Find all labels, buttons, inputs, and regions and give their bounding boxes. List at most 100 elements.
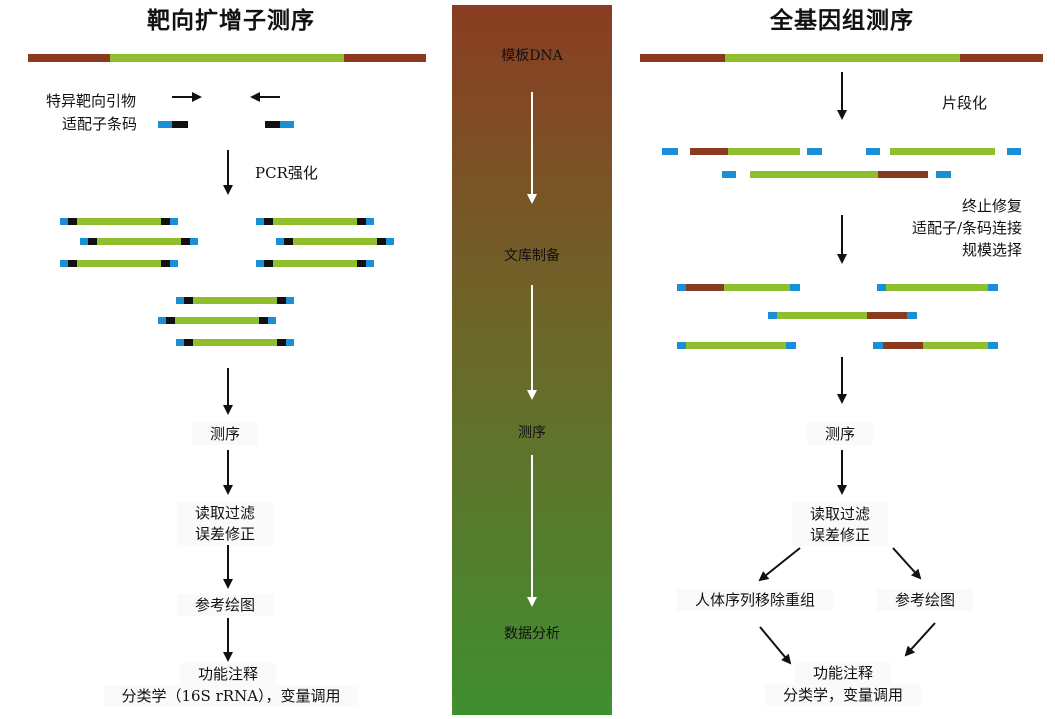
adapter-segment bbox=[988, 284, 998, 291]
dna-fragment bbox=[677, 342, 796, 349]
target-segment bbox=[293, 238, 377, 245]
flank-segment bbox=[883, 342, 923, 349]
dna-fragment bbox=[866, 148, 1021, 155]
adapter-segment bbox=[1007, 148, 1021, 155]
adapter-segment bbox=[807, 148, 822, 155]
barcode-segment bbox=[264, 218, 273, 225]
amplicon bbox=[176, 297, 294, 304]
host-removal-step: 人体序列移除重组 bbox=[676, 589, 834, 611]
target-segment bbox=[193, 339, 277, 346]
adapter-barcodes bbox=[158, 121, 294, 128]
adapter-segment bbox=[866, 148, 880, 155]
adapter-segment bbox=[176, 297, 184, 304]
target-segment bbox=[923, 342, 988, 349]
left-ref-map-step: 参考绘图 bbox=[176, 594, 274, 616]
pcr-label: PCR强化 bbox=[255, 164, 318, 182]
target-segment bbox=[193, 297, 277, 304]
target-segment bbox=[750, 171, 878, 178]
adapter-segment bbox=[256, 218, 264, 225]
barcode-segment bbox=[88, 238, 97, 245]
adapter-segment bbox=[158, 317, 166, 324]
left-read-filter-step: 读取过滤 bbox=[176, 502, 274, 524]
right-template-strand bbox=[640, 54, 1043, 62]
barcode-segment bbox=[357, 218, 366, 225]
primer-label: 特异靶向引物 bbox=[46, 92, 137, 110]
right-arrow-5 bbox=[758, 547, 801, 582]
adapter-segment bbox=[286, 297, 294, 304]
right-error-fix-step: 误差修正 bbox=[791, 524, 889, 546]
dna-fragment bbox=[722, 171, 951, 178]
left-sequencing-step: 测序 bbox=[191, 423, 259, 445]
amplicon bbox=[60, 260, 178, 267]
right-annotation-detail: 分类学，变量调用 bbox=[764, 684, 922, 706]
adapter-segment bbox=[286, 339, 294, 346]
target-segment bbox=[273, 260, 357, 267]
barcode-segment bbox=[68, 218, 77, 225]
flank-segment bbox=[867, 312, 907, 319]
adapter-ligation-label: 适配子/条码连接 bbox=[911, 219, 1022, 237]
adapter-segment bbox=[366, 218, 374, 225]
right-ref-map-step: 参考绘图 bbox=[876, 589, 974, 611]
adapter-segment bbox=[170, 260, 178, 267]
adapter-segment bbox=[386, 238, 394, 245]
target-segment bbox=[175, 317, 259, 324]
barcode-segment bbox=[277, 339, 286, 346]
adapter-segment bbox=[170, 218, 178, 225]
adapter-segment bbox=[268, 317, 276, 324]
adapter-segment bbox=[907, 312, 917, 319]
adapter-segment bbox=[768, 312, 777, 319]
barcode-segment bbox=[277, 297, 286, 304]
left-annotation-step: 功能注释 bbox=[179, 663, 277, 685]
barcode-segment bbox=[264, 260, 273, 267]
left-amplicons bbox=[60, 218, 394, 346]
dna-fragment bbox=[877, 284, 998, 291]
barcode-segment bbox=[161, 260, 170, 267]
target-segment bbox=[686, 342, 786, 349]
fragmentation-label: 片段化 bbox=[942, 94, 988, 112]
adapter-segment bbox=[662, 148, 678, 155]
barcode-segment bbox=[68, 260, 77, 267]
adapter-segment bbox=[790, 284, 800, 291]
middle-library-label: 文库制备 bbox=[504, 248, 560, 264]
barcode-segment bbox=[259, 317, 268, 324]
adapter-segment bbox=[176, 339, 184, 346]
target-segment bbox=[97, 238, 181, 245]
right-arrow-7 bbox=[759, 626, 792, 665]
right-fragments bbox=[662, 148, 1021, 349]
adapter-segment bbox=[256, 260, 264, 267]
dna-fragment bbox=[768, 312, 917, 319]
target-segment bbox=[77, 260, 161, 267]
adapter-segment bbox=[366, 260, 374, 267]
left-title: 靶向扩增子测序 bbox=[147, 7, 315, 34]
end-repair-label: 终止修复 bbox=[961, 197, 1022, 215]
left-error-fix-step: 误差修正 bbox=[176, 523, 274, 545]
middle-analysis-label: 数据分析 bbox=[504, 626, 560, 642]
right-annotation-step: 功能注释 bbox=[794, 662, 892, 684]
adapter-segment bbox=[60, 218, 68, 225]
barcode-segment bbox=[357, 260, 366, 267]
target-segment bbox=[886, 284, 988, 291]
target-segment bbox=[273, 218, 357, 225]
dna-fragment bbox=[677, 284, 800, 291]
barcode-segment bbox=[377, 238, 386, 245]
right-read-filter-step: 读取过滤 bbox=[791, 503, 889, 525]
amplicon bbox=[60, 218, 178, 225]
size-selection-label: 规模选择 bbox=[961, 241, 1022, 259]
adapter-segment bbox=[786, 342, 796, 349]
left-template-strand bbox=[28, 54, 426, 62]
barcode-segment bbox=[184, 297, 193, 304]
right-arrow-8 bbox=[904, 622, 936, 657]
flank-segment bbox=[686, 284, 724, 291]
right-title: 全基因组测序 bbox=[770, 7, 914, 34]
amplicon bbox=[276, 238, 394, 245]
adapter-segment bbox=[722, 171, 736, 178]
dna-fragment bbox=[662, 148, 822, 155]
right-sequencing-step: 测序 bbox=[806, 423, 874, 445]
barcode-segment bbox=[284, 238, 293, 245]
adapter-segment bbox=[276, 238, 284, 245]
target-segment bbox=[728, 148, 800, 155]
amplicon bbox=[176, 339, 294, 346]
barcode-segment bbox=[184, 339, 193, 346]
